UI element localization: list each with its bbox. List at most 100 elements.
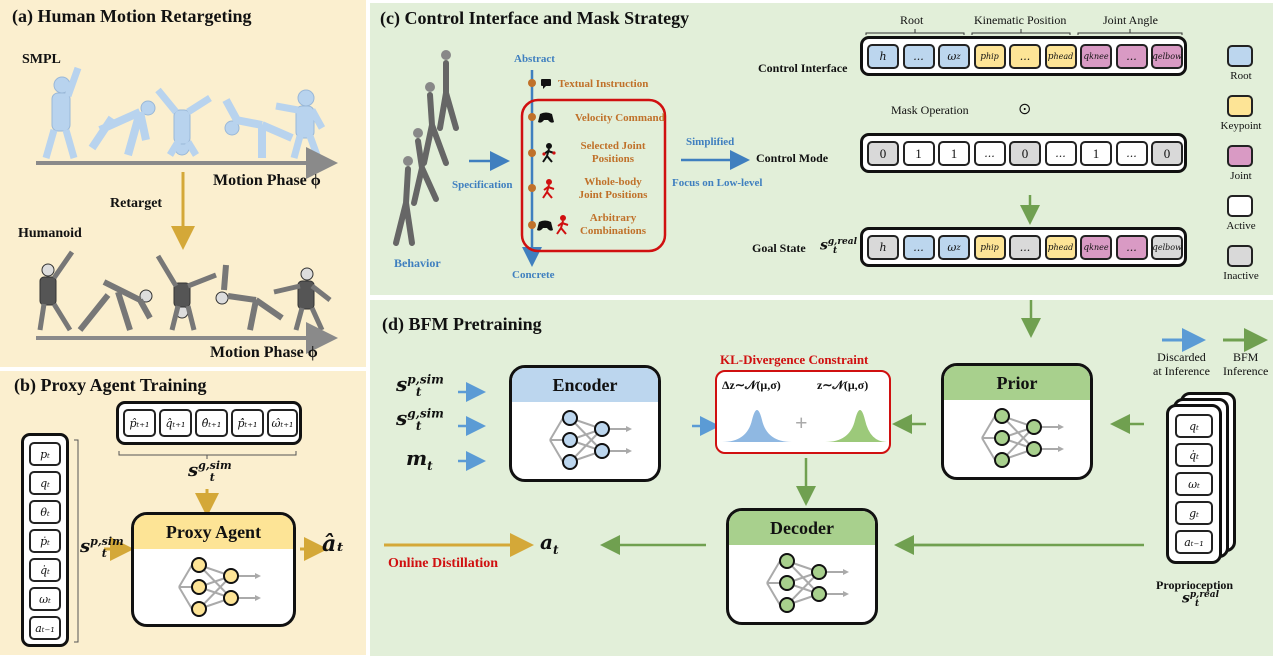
smpl-figure	[275, 89, 326, 160]
panel-c-title: (c) Control Interface and Mask Strategy	[380, 8, 690, 28]
symbol-sub: t	[101, 546, 107, 560]
proprio-cell: q̇ₜ	[29, 558, 61, 582]
smpl-figure	[42, 66, 82, 159]
goal-cell: ω̂ₜ₊₁	[267, 409, 298, 437]
legend-line: Discarded	[1157, 350, 1206, 364]
encoder-title: Encoder	[512, 368, 658, 402]
legend-label-joint: Joint	[1230, 170, 1252, 182]
input-symbol-mask: mt	[406, 446, 433, 473]
symbol-base: s	[396, 406, 408, 430]
group-label-kinematic: Kinematic Position	[974, 13, 1067, 27]
network-edge	[549, 439, 564, 463]
proprioception-label: Proprioception	[1156, 578, 1234, 592]
prior-title: Prior	[944, 366, 1090, 400]
symbol-sup: p,sim	[90, 535, 124, 548]
axis-dot	[528, 184, 536, 192]
network-node	[191, 579, 207, 595]
specification-label: Specification	[452, 179, 513, 191]
panel-a-graphics	[36, 66, 338, 354]
proprio-bracket	[74, 439, 79, 643]
encoder-network-icon	[549, 410, 632, 470]
vector-cell-active: 1	[938, 141, 970, 166]
vector-cell-active: 1	[1080, 141, 1112, 166]
network-arrowhead	[843, 591, 849, 597]
axis-dot	[528, 221, 536, 229]
panel-a-title: (a) Human Motion Retargeting	[12, 6, 252, 26]
vector-cell-inactive: 0	[1151, 141, 1183, 166]
network-node	[1026, 441, 1042, 457]
proxy-output-symbol: âₜ	[322, 531, 345, 557]
online-distillation-label: Online Distillation	[388, 556, 499, 571]
kl-left-distribution: Δz∼𝒩(μ,σ)	[722, 378, 781, 392]
input-symbol-goal-sim: sg,simt	[396, 406, 444, 433]
proprio-real-symbol: sp,realt	[1182, 590, 1219, 609]
legend-swatch-joint	[1227, 145, 1253, 167]
axis-dot	[528, 79, 536, 87]
vector-cell-root: ...	[902, 235, 935, 260]
network-node	[994, 452, 1010, 468]
legend-line: at Inference	[1153, 364, 1210, 378]
network-node	[994, 430, 1010, 446]
symbol-base: s	[1182, 590, 1190, 607]
network-edge	[981, 415, 996, 439]
panel-b-title: (b) Proxy Agent Training	[14, 375, 207, 395]
axis-concrete-label: Concrete	[512, 269, 555, 281]
panel-d-title: (d) BFM Pretraining	[382, 314, 542, 334]
prior-box: Prior	[941, 363, 1093, 480]
axis-dot	[528, 149, 536, 157]
gamepad-runner-icon	[537, 215, 569, 235]
motion-phase-label-top: Motion Phase ϕ	[213, 172, 321, 189]
symbol-base: s	[396, 372, 408, 396]
kinematic-bracket	[971, 29, 1071, 35]
humanoid-figure	[37, 250, 75, 332]
network-node	[594, 443, 610, 459]
legend-swatch-root	[1227, 45, 1253, 67]
network-edge	[981, 437, 996, 461]
humanoid-figure	[155, 254, 217, 331]
network-edge	[178, 586, 193, 610]
symbol-sub: t	[209, 470, 215, 484]
decoder-box: Decoder	[726, 508, 878, 625]
legend-swatch-keypoint	[1227, 95, 1253, 117]
symbol-base: s	[820, 237, 828, 254]
robot-figure	[437, 50, 459, 131]
group-label-joint-angle: Joint Angle	[1103, 13, 1159, 27]
control-mode-label: Control Mode	[756, 151, 829, 165]
vector-cell-active: 1	[902, 141, 935, 166]
symbol-sub: t	[427, 459, 433, 473]
symbol-sub: t	[833, 246, 838, 257]
gamepad-icon	[538, 112, 554, 123]
kl-curves	[722, 410, 887, 442]
proprio-real-cell: qₜ	[1175, 414, 1213, 438]
network-edge	[766, 582, 781, 606]
runner-full-icon	[542, 179, 555, 199]
goal-state-symbol: sg,realt	[820, 237, 857, 257]
humanoid-figures	[37, 250, 332, 332]
axis-dots	[528, 79, 536, 229]
proprio-sim-symbol: sp,simt	[80, 535, 124, 560]
retarget-label: Retarget	[110, 196, 163, 211]
vector-cell-active: ...	[1044, 141, 1077, 166]
mask-operation-label: Mask Operation	[891, 103, 969, 117]
smpl-label: SMPL	[22, 52, 61, 67]
proprio-real-cell: aₜ₋₁	[1175, 530, 1213, 554]
goal-cell: q̂ₜ₊₁	[159, 409, 192, 437]
proprio-cell: ṗₜ	[29, 529, 61, 553]
mode-whole-body-joint-positions: Whole-body Joint Positions	[578, 176, 648, 201]
vector-cell-root: h	[867, 44, 899, 69]
goal-state-label: Goal State	[752, 241, 806, 255]
root-bracket	[865, 29, 965, 35]
network-node	[1026, 419, 1042, 435]
network-node	[562, 454, 578, 470]
smpl-figure	[222, 98, 294, 158]
input-symbol-proprio-sim: sp,simt	[396, 372, 444, 399]
group-label-root: Root	[900, 13, 924, 27]
